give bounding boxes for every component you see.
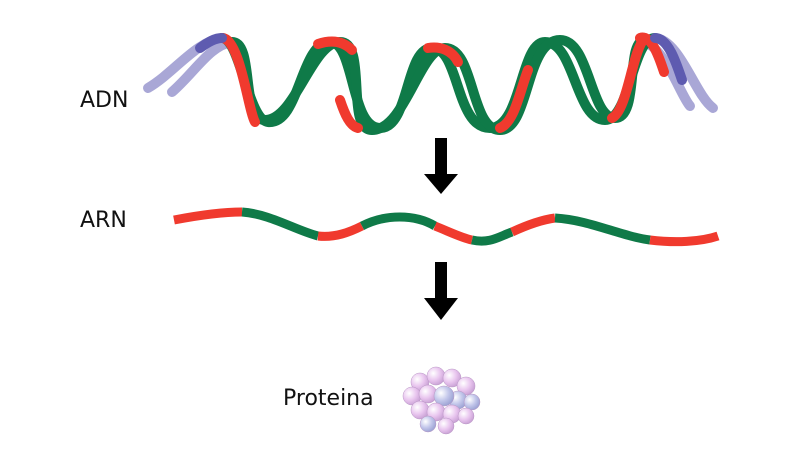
dna-label: ADN [80,88,129,113]
arrow-dna-to-rna [424,138,458,194]
rna-segment [649,231,720,247]
arrow-rna-to-protein [424,262,458,320]
dna-red-segment [607,33,650,123]
rna-segment [433,221,474,245]
rna-segment [471,227,514,246]
dna-helix [143,32,718,136]
rna-segment [173,207,243,225]
protein-label: Proteina [283,386,374,411]
rna-label: ARN [80,208,127,233]
rna-segment [510,213,556,237]
rna-segment [241,207,320,241]
dna-red-segment [495,65,533,133]
dna-red-segment [635,32,669,77]
rna-segment [317,221,365,241]
protein-cluster [402,366,481,435]
rna-strand [173,207,720,247]
rna-segment [554,213,651,245]
dna-blue-segment [650,33,687,85]
dna-red-segment [217,33,260,127]
dna-red-segment [423,42,463,67]
dna-blue-segment [195,33,227,53]
rna-segment [359,212,438,231]
dna-red-segment [313,36,357,55]
dna-red-segment [335,95,363,133]
